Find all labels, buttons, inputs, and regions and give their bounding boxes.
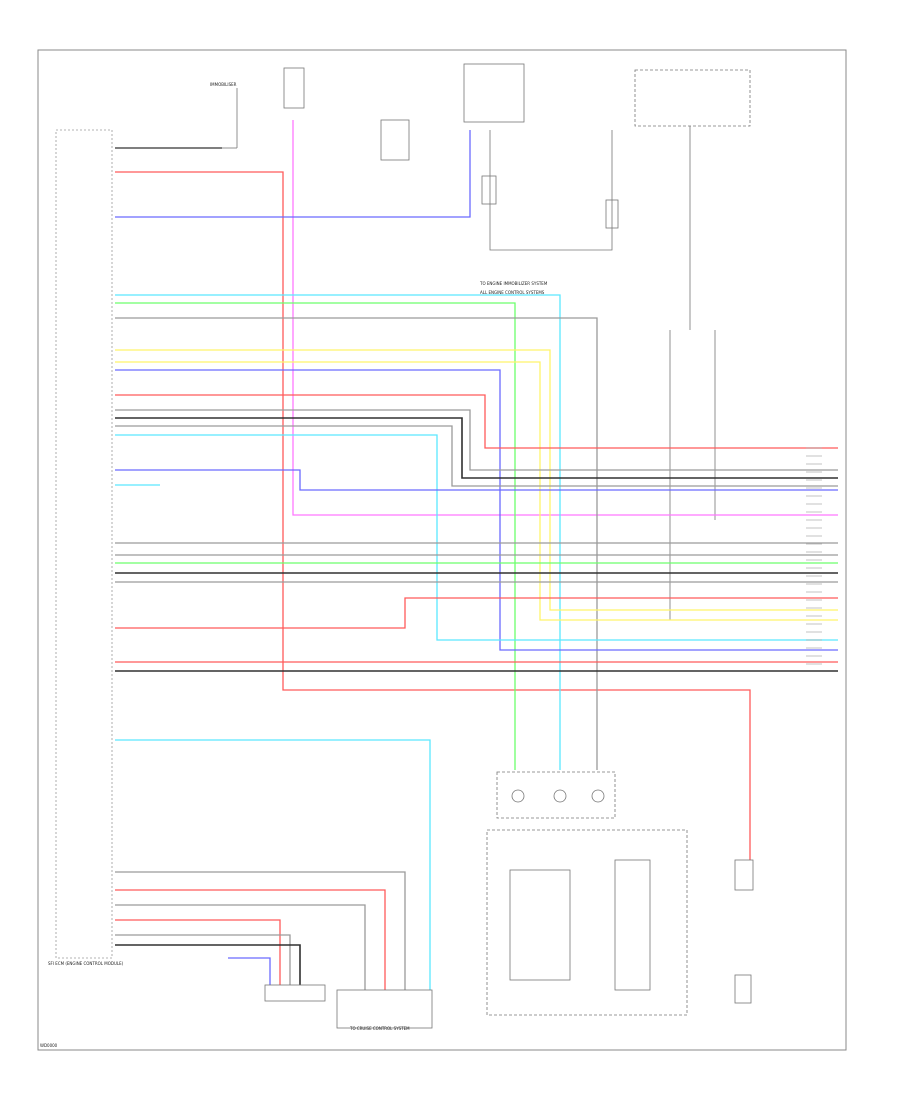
wire-13 (115, 425, 838, 487)
sensor-1 (511, 789, 525, 803)
bottom-components (264, 771, 754, 1029)
wire-14 (115, 434, 838, 641)
wire-2 (292, 120, 838, 516)
wire-32 (115, 944, 301, 985)
diagram-frame (37, 49, 847, 1051)
switch-assembly-right (614, 859, 651, 991)
side-note: ALL ENGINE CONTROL SYSTEMS (480, 290, 545, 295)
relay-1 (380, 119, 410, 161)
fuse-component-1 (481, 175, 497, 205)
wire-28 (115, 904, 366, 990)
ecm-link-note: TO ENGINE IMMOBILIZER SYSTEM (479, 281, 548, 286)
connector-block-left (264, 984, 326, 1002)
switch-assembly-left (509, 869, 571, 981)
switch-assembly-box (486, 829, 688, 1016)
wire-9 (115, 369, 838, 651)
wire-25 (115, 739, 431, 990)
wire-1 (115, 171, 751, 860)
stop-light-switch (734, 859, 754, 891)
sensor-2 (553, 789, 567, 803)
sensor-group-box (496, 771, 616, 819)
footer-code: WD0000 (40, 1043, 58, 1048)
relay-box (463, 63, 525, 123)
relay-loop (489, 130, 613, 251)
fuse-box-right (634, 69, 751, 127)
sensor-3 (591, 789, 605, 803)
wire-7 (115, 349, 838, 611)
wire-27 (115, 889, 386, 990)
fuse-component-2 (605, 199, 619, 229)
immobiliser-label: IMMOBILISER (210, 82, 237, 87)
ecm-module-outline (55, 129, 113, 959)
ecm-label: SFI ECM (ENGINE CONTROL MODULE) (48, 961, 124, 966)
wire-group (115, 120, 838, 990)
wire-31 (228, 957, 271, 985)
wire-22 (115, 597, 838, 629)
wire-10 (115, 394, 838, 449)
top-components (115, 63, 751, 620)
wire-5 (115, 302, 516, 770)
wire-3 (115, 130, 471, 218)
wire-30 (115, 934, 291, 985)
wire-8 (115, 361, 838, 621)
connector-note: TO CRUISE CONTROL SYSTEM (349, 1026, 410, 1031)
wire-15 (115, 469, 838, 491)
wire-12 (115, 417, 838, 479)
ground-lamp (734, 974, 752, 1004)
wire-4 (115, 294, 561, 770)
wire-29 (115, 919, 281, 985)
wire-6 (115, 317, 598, 770)
fuse-block-1 (283, 67, 305, 109)
connector-block-bottom (336, 989, 433, 1029)
wire-26 (115, 871, 406, 990)
wire-11 (115, 409, 838, 471)
